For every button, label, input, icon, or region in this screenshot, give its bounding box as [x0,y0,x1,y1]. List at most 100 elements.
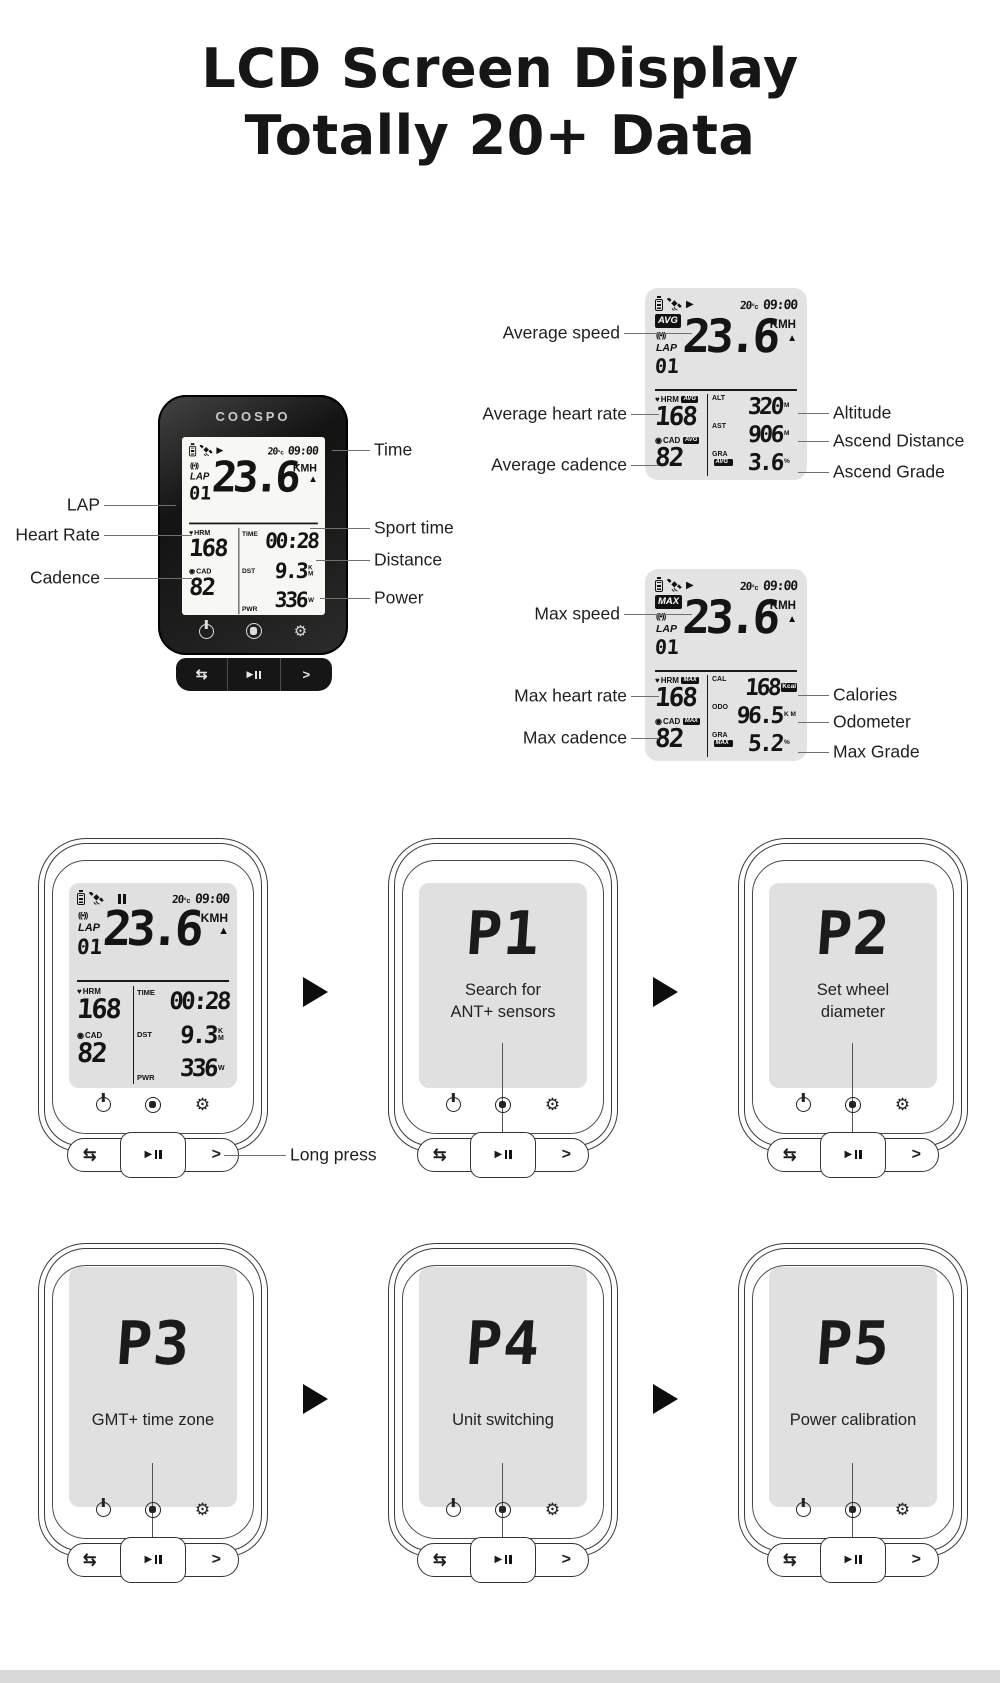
callout-line [310,528,370,530]
callout-line [320,598,370,600]
callout-line [798,472,829,474]
callout-max-speed: Max speed [534,603,620,624]
play-icon: ▶ [216,445,224,456]
title-line-2: Totally 20+ Data [244,103,756,167]
up-arrow-icon: ▲ [218,925,229,937]
p1-code: P1 [463,899,543,969]
callout-distance: Distance [374,549,443,570]
cadence-icon: ◉ [77,1030,84,1040]
battery-icon [189,445,197,456]
satellite-icon [667,298,682,311]
play-icon: ▶ [686,298,694,310]
satellite-icon [89,892,104,905]
record-button-icon [144,1501,161,1518]
flow-arrow-icon [303,1384,328,1414]
lap-label: LAP [189,471,210,482]
time-row: TIME 00:28 [241,528,319,554]
callout-line [798,752,829,754]
battery-icon [655,298,663,311]
cadence-icon: ◉ [189,567,196,576]
callout-line [332,450,370,452]
flow-arrow-icon [653,977,678,1007]
heart-icon: ♥ [189,528,194,537]
callout-line [798,413,829,415]
lcd-status-row: ▶ 20°c 09:00 [189,443,318,458]
play-pause-button-icon: ▶ [247,669,262,680]
section-divider [0,1670,1000,1683]
lcd-speed-area: ((•)) LAP 01 23.6 KMH ▲ [188,453,318,520]
chevron-button: > [561,1146,571,1163]
play-icon: ▶ [686,579,694,591]
lcd-data-area: ♥HRM 168 ◉CAD 82 TIME 00:28 DST [188,527,319,615]
ascend-distance-row: AST 906 M [712,421,790,448]
device-lcd: ▶ 20°c 09:00 ((•)) LAP 01 23.6 KMH ▲ ♥HR… [69,883,237,1088]
device-icon-row: ⚙ [158,623,348,639]
up-arrow-icon: ▲ [787,614,797,625]
callout-max-cadence: Max cadence [522,727,627,748]
callout-cadence: Cadence [29,567,100,588]
heart-icon: ♥ [77,986,82,996]
device-button-bar: ⇆ ▶ > [67,1131,239,1178]
altitude-row: ALT 320 M [712,393,790,420]
callout-max-grade: Max Grade [833,741,920,762]
p3-code: P3 [113,1309,193,1379]
p5-code: P5 [813,1309,893,1379]
callout-line [798,722,829,724]
settings-gear-icon: ⚙ [894,1095,911,1114]
callout-average-heart-rate: Average heart rate [482,403,627,424]
callout-line [798,695,829,697]
callout-long-press: Long press [290,1144,377,1165]
play-pause-button: ▶ [470,1131,536,1178]
record-button-icon [844,1096,861,1113]
cadence-icon: ◉ [655,435,662,445]
play-pause-button: ▶ [820,1536,886,1583]
callout-power: Power [374,587,424,608]
antenna-icon: ((•)) [189,460,199,470]
p2-code: P2 [813,899,893,969]
max-display-panel: ▶ 20°c 09:00 MAX ((•)) LAP 01 23.6 KMH ▲… [645,569,807,761]
chevron-button: > [211,1146,221,1163]
play-pause-button: ▶ [820,1131,886,1178]
device-button-bar: ⇆ ▶ > [767,1131,939,1178]
device-button-bar: ⇆ ▶ > [176,658,332,691]
flow-device-p4: P4 Unit switching ⚙ ⇆ ▶ > [388,1243,618,1595]
callout-lap: LAP [66,494,100,515]
antenna-icon: ((•)) [78,910,88,920]
lap-loop-icon: ⇆ [783,1147,797,1164]
flow-arrow-icon [653,1384,678,1414]
callout-line [624,333,692,335]
flow-arrow-icon [303,977,328,1007]
max-cadence-value: 82 [653,723,684,754]
callout-sport-time: Sport time [374,517,454,538]
callout-ascend-grade: Ascend Grade [833,461,945,482]
leader-line [852,1043,854,1139]
p4-code: P4 [463,1309,543,1379]
power-row: PWR 336 W [241,587,314,613]
heart-rate-value: 168 [188,534,228,562]
battery-icon [77,892,85,905]
avg-badge: AVG [655,314,681,328]
play-pause-button: ▶ [120,1536,186,1583]
callout-line [224,1155,286,1157]
callout-line [631,696,659,698]
power-button-icon [795,1097,811,1112]
speed-unit: KMH [292,461,317,475]
speed-value: 23.6 [210,452,299,503]
power-value: 336 [273,587,308,613]
device-lcd: P3 GMT+ time zone [69,1267,237,1507]
odometer-row: ODO 96.5 K M [712,702,796,729]
record-button-icon [844,1501,861,1518]
leader-line [502,1043,504,1139]
bike-computer-device: COOSPO ▶ 20°c 09:00 ((•)) LAP 01 23 [158,395,348,655]
device-button-bar: ⇆ ▶ > [67,1536,239,1583]
callout-line [631,738,659,740]
record-button-icon [144,1096,161,1113]
settings-gear-icon: ⚙ [544,1095,561,1114]
max-badge: MAX [655,595,683,609]
calories-row: CAL 168 Kcal [712,674,797,701]
play-pause-button: ▶ [120,1131,186,1178]
temp-and-clock: 20°c 09:00 [267,444,319,458]
